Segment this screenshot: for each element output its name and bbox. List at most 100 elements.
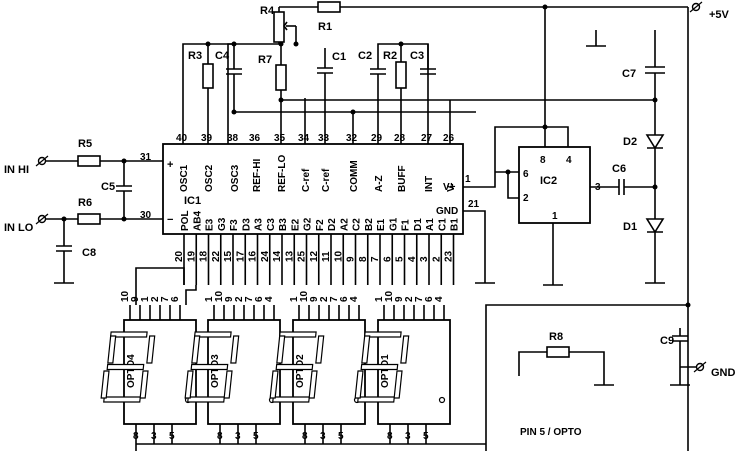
ic1-top-pin-signal: OSC2	[204, 164, 215, 192]
ic1-top-pin-number: 28	[394, 133, 406, 144]
ic1-top-pin-signal: V-	[446, 183, 457, 192]
ic1-bottom-pin-number: 18	[199, 250, 210, 262]
display-bottom-pin: 8	[302, 431, 308, 442]
ic1-bottom-pin-signal: C1	[437, 218, 448, 231]
junction	[398, 41, 404, 47]
ic2-body	[518, 146, 591, 224]
ic1-bottom-pin-number: 3	[419, 256, 430, 262]
display-top-pin: 7	[329, 296, 340, 302]
ic1-minus-sign: −	[167, 214, 173, 226]
ic1-bottom-pin-number: 16	[248, 250, 259, 262]
ic1-top-pin-signal: OSC3	[230, 164, 241, 192]
display-top-pin: 10	[120, 290, 131, 302]
c8-capacitor	[54, 219, 74, 284]
display-top-pin: 4	[434, 296, 445, 302]
c2-label: C2	[358, 50, 372, 62]
display-top-pin: 6	[339, 296, 350, 302]
c5-label: C5	[101, 181, 115, 193]
opto2-body	[292, 319, 366, 425]
c9-capacitor	[670, 328, 696, 386]
display-top-pin: 2	[150, 296, 161, 302]
ic1-bottom-pin-number: 5	[395, 256, 406, 262]
ic1-top-pin-number: 38	[227, 133, 239, 144]
display-supply-wire	[485, 304, 688, 451]
display-top-pin: 2	[319, 296, 330, 302]
junction	[121, 216, 127, 222]
display-bottom-pin: 8	[133, 431, 139, 442]
display-top-pin: 10	[384, 290, 395, 302]
ic1-bottom-pin-number: 22	[211, 250, 222, 262]
c2-capacitor	[370, 43, 429, 144]
junction	[652, 97, 658, 103]
c9-label: C9	[660, 335, 674, 347]
ab4-wire	[185, 285, 197, 305]
segment	[272, 396, 310, 403]
segment	[315, 335, 325, 364]
ic1-bottom-pin-signal: G3	[217, 217, 228, 231]
ic1-top-pin-signal: C-ref	[301, 168, 312, 192]
segment	[357, 396, 395, 403]
junction	[231, 109, 237, 115]
ic1-bottom-pin-signal: D2	[327, 218, 338, 231]
r1-label: R1	[318, 21, 332, 33]
ic1-top-pin-number: 27	[421, 133, 433, 144]
junction	[685, 302, 691, 308]
r8-label: R8	[549, 331, 563, 343]
ic2-trigger-wires	[495, 171, 519, 199]
display-top-pin: 10	[299, 290, 310, 302]
display-bottom-pin: 5	[338, 431, 344, 442]
ic1-bottom-pin-number: 11	[321, 251, 332, 262]
ic1-bottom-pin-number: 12	[309, 250, 320, 262]
display-top-pin: 1	[374, 296, 385, 302]
segment	[361, 335, 371, 364]
ic1-bottom-pin-number: 14	[272, 250, 283, 262]
display-bottom-pin: 5	[423, 431, 429, 442]
display-bottom-pin: 3	[405, 431, 411, 442]
ic1-top-pin-number: 32	[346, 133, 358, 144]
pin5-note: PIN 5 / OPTO	[520, 427, 582, 438]
segment	[100, 370, 110, 399]
osc1-wire	[182, 43, 234, 144]
r5-label: R5	[78, 138, 92, 150]
ic1-top-pin-number: 36	[249, 133, 261, 144]
display-top-pin: 9	[394, 296, 405, 302]
c7-capacitor	[645, 30, 665, 100]
ic1-top-pin-number: 33	[318, 133, 330, 144]
r5-resistor	[77, 155, 101, 167]
segment	[223, 370, 233, 399]
ic1-bottom-pin-signal: B2	[364, 218, 375, 231]
r7-label: R7	[258, 54, 272, 66]
ic2-pin1: 1	[552, 211, 558, 222]
segment	[107, 335, 117, 364]
ic1-vplus-label: V+	[443, 182, 456, 193]
junction	[278, 41, 284, 47]
display-top-pin: 7	[414, 296, 425, 302]
seven-segment-digit	[269, 331, 361, 404]
display-top-pin: 6	[170, 296, 181, 302]
segment	[308, 370, 318, 399]
ic1-bottom-pin-number: 7	[370, 256, 381, 262]
segment	[146, 335, 156, 364]
ic1-bottom-pin-number: 10	[333, 250, 344, 262]
in-hi-label: IN HI	[4, 164, 29, 176]
ic1-bottom-pin-signal: E1	[376, 218, 387, 231]
display-top-pin: 7	[160, 296, 171, 302]
segment	[191, 335, 201, 364]
ic1-bottom-pin-number: 24	[260, 250, 271, 262]
d1-label: D1	[623, 221, 637, 233]
segment	[400, 335, 410, 364]
segment	[187, 396, 225, 403]
segment	[184, 370, 194, 399]
ic1-label: IC1	[184, 195, 201, 207]
ic1-bottom-pin-signal: G2	[303, 217, 314, 231]
segment	[393, 370, 403, 399]
ic2-pin8: 8	[540, 155, 546, 166]
display-top-pin: 1	[289, 296, 300, 302]
ic1-bottom-pin-signal: C2	[352, 218, 363, 231]
ic1-bottom-pin-number: 23	[444, 250, 455, 262]
ic1-top-pin-signal: INT	[424, 176, 435, 192]
c1-label: C1	[332, 51, 346, 63]
segment	[354, 370, 364, 399]
